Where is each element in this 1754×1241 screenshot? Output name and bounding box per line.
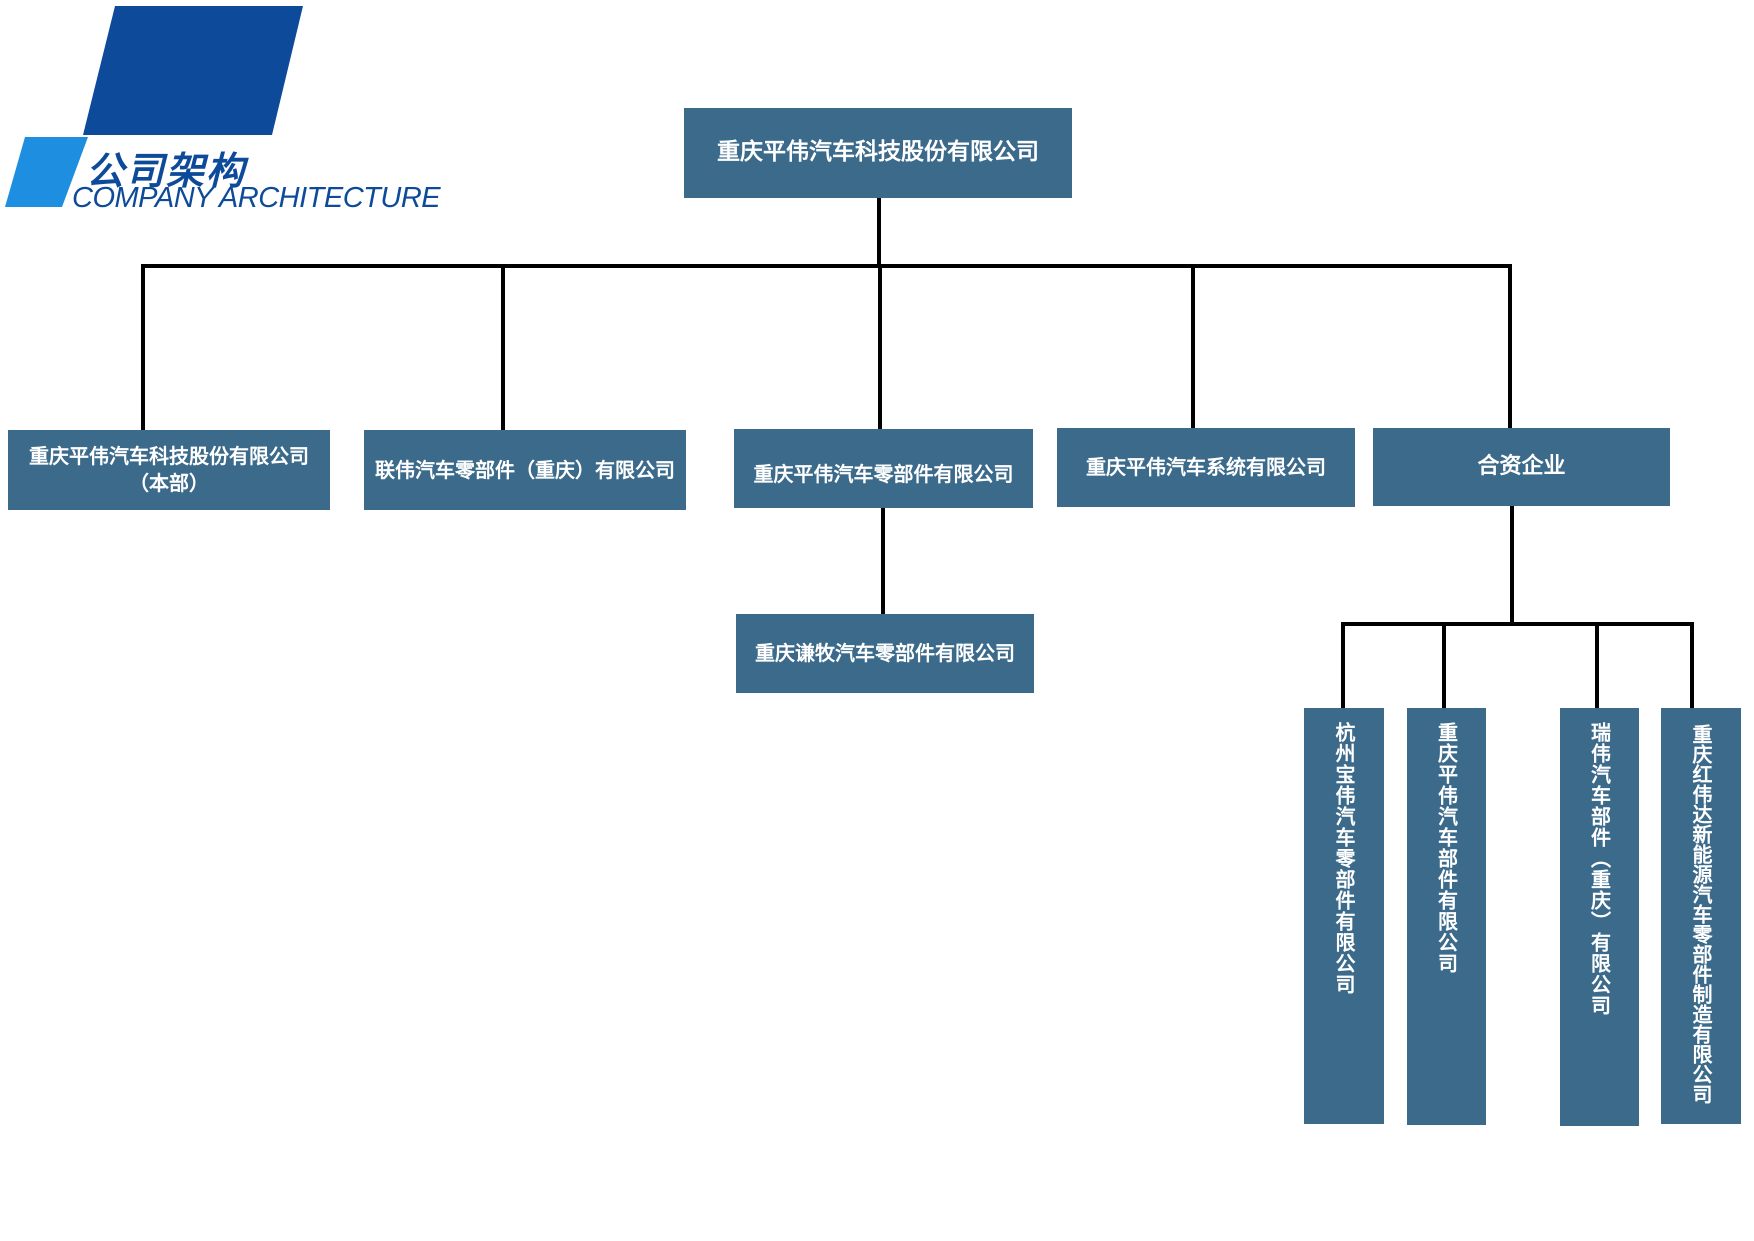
org-box-label: 重庆平伟汽车部件有限公司 — [1434, 722, 1459, 974]
logo-title: 公司架构 — [86, 149, 247, 193]
logo-subtitle: COMPANY ARCHITECTURE — [72, 182, 441, 214]
org-box-label: 瑞伟汽车部件（重庆）有限公司 — [1587, 722, 1612, 1016]
org-box-label: 重庆平伟汽车零部件有限公司 — [753, 462, 1014, 486]
org-box-label: 重庆谦牧汽车零部件有限公司 — [755, 641, 1015, 665]
logo-dark-parallelogram — [83, 6, 303, 135]
org-box-label: 重庆红伟达新能源汽车零部件制造有限公司 — [1689, 724, 1713, 1104]
logo-light-parallelogram — [5, 137, 88, 207]
org-box-benbu: 重庆平伟汽车科技股份有限公司 （本部） — [8, 430, 330, 510]
org-root-label: 重庆平伟汽车科技股份有限公司 — [717, 139, 1039, 166]
org-box-jv: 合资企业 — [1373, 428, 1670, 506]
org-box-bujian: 重庆平伟汽车部件有限公司 — [1407, 708, 1486, 1125]
company-logo: 公司架构 COMPANY ARCHITECTURE — [0, 0, 441, 230]
org-box-label: 重庆平伟汽车系统有限公司 — [1086, 455, 1326, 479]
org-box-label: 联伟汽车零部件（重庆）有限公司 — [375, 457, 675, 482]
org-box-label: 杭州宝伟汽车零部件有限公司 — [1332, 722, 1356, 995]
org-box-parts: 重庆平伟汽车零部件有限公司 — [734, 429, 1033, 508]
org-root-box: 重庆平伟汽车科技股份有限公司 — [684, 108, 1072, 198]
org-box-ruiwei: 瑞伟汽车部件（重庆）有限公司 — [1560, 708, 1639, 1126]
org-box-qianmu: 重庆谦牧汽车零部件有限公司 — [736, 614, 1034, 693]
org-box-hongweida: 重庆红伟达新能源汽车零部件制造有限公司 — [1661, 708, 1741, 1124]
org-box-hangzhou: 杭州宝伟汽车零部件有限公司 — [1304, 708, 1384, 1124]
org-box-lianwei: 联伟汽车零部件（重庆）有限公司 — [364, 430, 686, 510]
org-box-label: 重庆平伟汽车科技股份有限公司 （本部） — [29, 444, 309, 495]
org-box-label: 合资企业 — [1477, 454, 1566, 480]
logo-graphic — [5, 6, 303, 207]
org-box-systems: 重庆平伟汽车系统有限公司 — [1057, 428, 1355, 507]
